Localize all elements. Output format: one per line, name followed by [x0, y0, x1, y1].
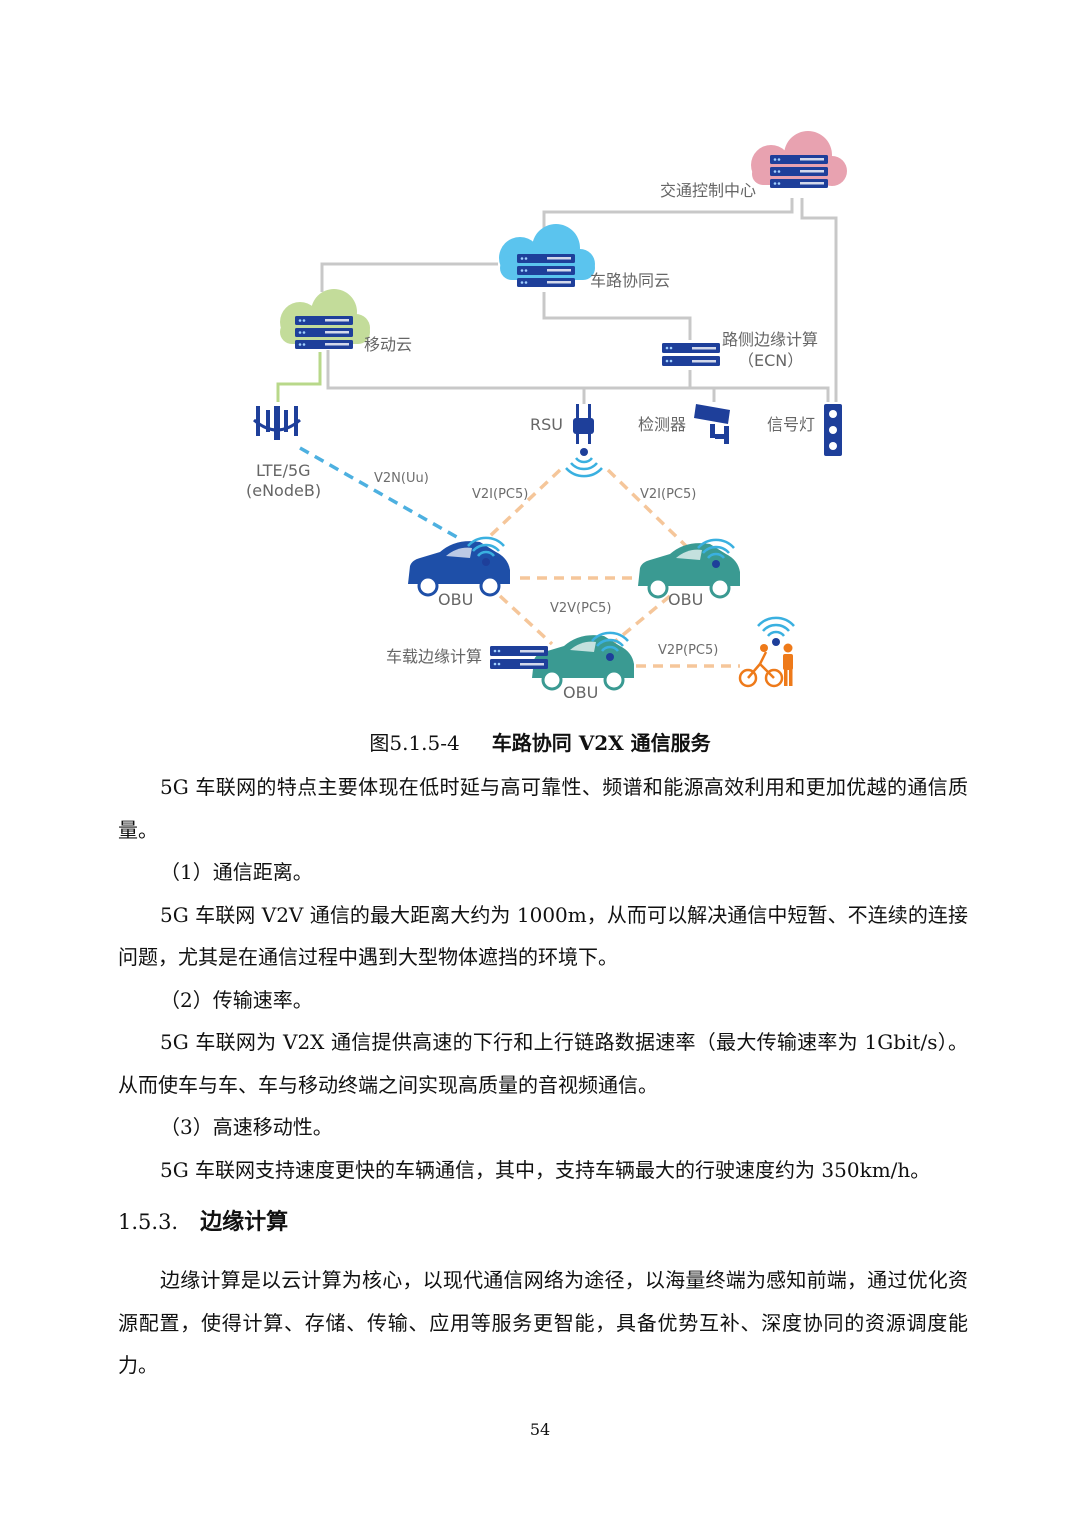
vehicle-edge-server-icon [490, 646, 548, 669]
obu-bottom-label: OBU [563, 683, 598, 702]
vehicle-road-cloud-label: 车路协同云 [590, 271, 670, 290]
paragraph: 5G 车联网 V2V 通信的最大距离大约为 1000m，从而可以解决通信中短暂、… [118, 902, 968, 970]
mobile-cloud-link [276, 352, 322, 402]
paragraph: 5G 车联网支持速度更快的车辆通信，其中，支持车辆最大的行驶速度约为 350km… [160, 1157, 931, 1182]
v2i-right-label: V2I(PC5) [640, 487, 696, 502]
page-number: 54 [529, 1420, 551, 1439]
car-left-icon [408, 536, 510, 597]
mobile-cloud [280, 289, 370, 349]
signal-light-icon [824, 404, 842, 456]
roadside-edge-label-2: （ECN） [738, 351, 803, 370]
list-item: （3）高速移动性。 [160, 1115, 333, 1139]
section-title: 边缘计算 [200, 1210, 289, 1235]
lte-label-2: (eNodeB) [246, 481, 321, 500]
connection-lines [320, 198, 838, 404]
v2x-diagram: 交通控制中心 车路协同云 移动云 路侧边缘计算 [246, 131, 847, 702]
figure-number: 图5.1.5-4 [369, 731, 460, 755]
v2p-label: V2P(PC5) [658, 643, 718, 658]
section-number: 1.5.3. [118, 1210, 179, 1234]
mobile-cloud-label: 移动云 [364, 335, 412, 354]
v2n-link [299, 446, 463, 542]
obu-right-label: OBU [668, 590, 703, 609]
lte-label-1: LTE/5G [256, 461, 311, 480]
base-station-icon [253, 406, 301, 440]
traffic-control-center-label: 交通控制中心 [660, 181, 756, 200]
detector-camera-icon [694, 404, 730, 444]
rsu-label: RSU [530, 415, 563, 434]
figure-title: 车路协同 V2X 通信服务 [491, 731, 711, 755]
v2v-label: V2V(PC5) [550, 601, 611, 616]
signal-light-label: 信号灯 [767, 415, 815, 434]
section-text: 边缘计算是以云计算为核心，以现代通信网络为途径，以海量终端为感知前端，通过优化资… [118, 1259, 968, 1387]
detector-label: 检测器 [638, 415, 686, 434]
car-bottom-icon [532, 631, 634, 691]
list-item: （2）传输速率。 [160, 987, 313, 1012]
vehicle-edge-label: 车载边缘计算 [386, 647, 482, 666]
paragraph: 5G 车联网为 V2X 通信提供高速的下行和上行链路数据速率（最大传输速率为 1… [118, 1030, 968, 1097]
traffic-control-center-cloud [751, 131, 847, 188]
obu-left-label: OBU [438, 590, 473, 609]
figure-caption: 图5.1.5-4 车路协同 V2X 通信服务 [0, 727, 1080, 756]
car-right-icon [638, 538, 740, 599]
v2i-left-label: V2I(PC5) [472, 487, 528, 502]
rsu-icon [564, 404, 604, 478]
pedestrian-cyclist-icon [738, 616, 796, 688]
roadside-edge-server [662, 343, 720, 366]
roadside-edge-label-1: 路侧边缘计算 [722, 330, 818, 349]
paragraph: 边缘计算是以云计算为核心，以现代通信网络为途径，以海量终端为感知前端，通过优化资… [118, 1268, 968, 1377]
section-heading: 1.5.3. 边缘计算 [118, 1204, 288, 1236]
paragraph: 5G 车联网的特点主要体现在低时延与高可靠性、频谱和能源高效利用和更加优越的通信… [118, 775, 968, 842]
body-text: 5G 车联网的特点主要体现在低时延与高可靠性、频谱和能源高效利用和更加优越的通信… [118, 766, 968, 1191]
vehicle-road-cloud [499, 224, 595, 287]
v2n-label: V2N(Uu) [374, 471, 429, 486]
list-item: （1）通信距离。 [160, 860, 313, 884]
pc5-links [488, 468, 740, 668]
